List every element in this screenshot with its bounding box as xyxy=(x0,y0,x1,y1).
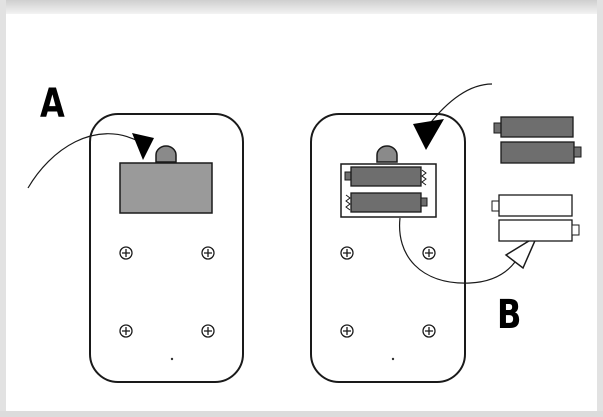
screw-icon xyxy=(201,324,215,338)
button-icon xyxy=(376,145,398,163)
right-border xyxy=(597,0,603,417)
step-label-b: B xyxy=(497,292,522,338)
battery-icon xyxy=(498,219,580,242)
screw-icon xyxy=(119,324,133,338)
battery-icon xyxy=(491,194,573,217)
button-icon xyxy=(155,145,177,163)
curve-line-a xyxy=(27,133,141,189)
battery-icon xyxy=(500,141,582,164)
bottom-border xyxy=(0,411,603,417)
spring-contact xyxy=(421,169,427,186)
screw-icon xyxy=(340,246,354,260)
spring-contact xyxy=(345,194,351,211)
battery-icon xyxy=(493,116,574,138)
screw-icon xyxy=(340,324,354,338)
battery-icon xyxy=(350,192,428,213)
screw-icon xyxy=(201,246,215,260)
screw-icon xyxy=(422,324,436,338)
arrow-icon xyxy=(413,119,444,150)
arrow-icon xyxy=(132,133,154,160)
device-a-dot xyxy=(170,357,174,361)
device-b xyxy=(310,113,466,383)
curve-line-b-out xyxy=(398,217,516,284)
arrow-outline-icon xyxy=(504,234,539,270)
battery-cover xyxy=(119,162,213,214)
curve-line-b-in xyxy=(427,83,493,127)
device-b-dot xyxy=(391,357,395,361)
step-label-a: A xyxy=(40,81,65,127)
device-a xyxy=(89,113,244,383)
left-border xyxy=(0,0,6,417)
screw-icon xyxy=(422,246,436,260)
battery-icon xyxy=(344,166,422,187)
screw-icon xyxy=(119,246,133,260)
top-border xyxy=(0,0,603,14)
